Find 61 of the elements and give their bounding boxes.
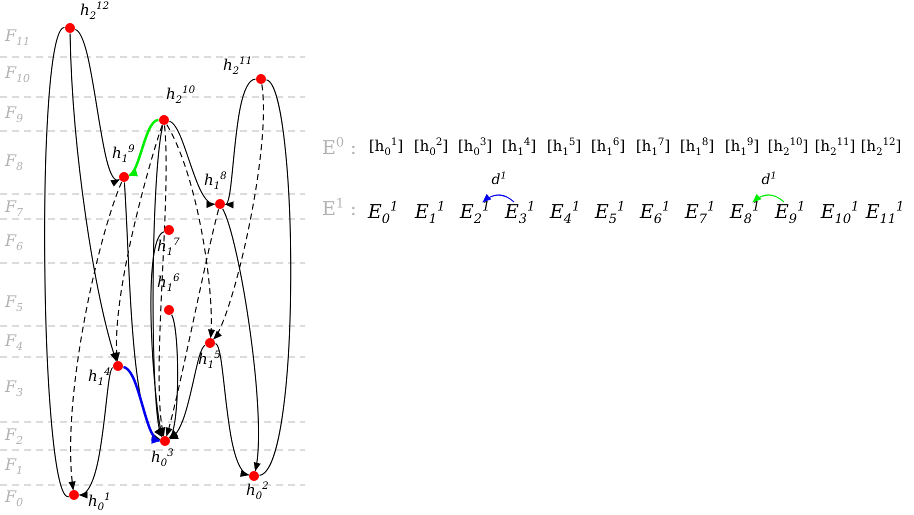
differential-arrow (752, 194, 784, 203)
critical-point-dot (65, 23, 75, 33)
flow-arrow (222, 208, 260, 472)
critical-point-dot (256, 74, 266, 84)
flow-arrow (213, 84, 264, 340)
generator-label: [h$_{2}$$^{11}$] (814, 137, 856, 155)
generator-label: [h$_{1}$$^{5}$] (546, 137, 582, 155)
generator-label: [h$_{0}$$^{2}$] (414, 137, 448, 155)
flow-arrow (169, 344, 206, 440)
flow-arrow (68, 182, 122, 490)
flow-line (150, 231, 164, 436)
level-label: F$_{3}$ (5, 377, 24, 396)
critical-point-dot (160, 436, 170, 446)
critical-point-dot (164, 225, 174, 235)
flow-arrow (215, 343, 250, 476)
flow-line (44, 27, 70, 497)
generator-label: [h$_{0}$$^{3}$] (458, 137, 492, 155)
generator-label: [h$_{0}$$^{1}$] (368, 137, 404, 155)
flow-arrow (158, 125, 167, 437)
generator-label: [h$_{2}$$^{12}$] (860, 137, 902, 155)
critical-point-dot (249, 471, 259, 481)
level-label: F$_{6}$ (5, 231, 24, 250)
level-label: F$_{4}$ (5, 331, 24, 350)
critical-point-dot (113, 361, 123, 371)
critical-point-dot (164, 305, 174, 315)
critical-point-dot (159, 115, 169, 125)
flow-arrow (166, 124, 215, 338)
flow-arrow (224, 78, 256, 206)
level-label: F$_{0}$ (5, 487, 24, 506)
flow-arrow (122, 366, 160, 442)
edge-label: d$^{1}$ (492, 172, 507, 188)
differential-arrow (482, 194, 514, 203)
level-label: F$_{8}$ (5, 151, 24, 170)
generator-label: [h$_{1}$$^{6}$] (590, 137, 626, 155)
critical-point-dot (205, 338, 215, 348)
generator-label: [h$_{1}$$^{4}$] (502, 137, 536, 155)
generator-label: [h$_{1}$$^{7}$] (636, 137, 670, 155)
flow-arrow (78, 367, 114, 496)
level-label: F$_{9}$ (5, 103, 24, 122)
flow-arrow (113, 125, 163, 362)
critical-point-dot (69, 490, 79, 500)
edge-label: d$^{1}$ (762, 172, 777, 188)
generator-label: [h$_{1}$$^{9}$] (724, 137, 760, 155)
level-label: F$_{11}$ (5, 26, 30, 45)
flow-arrow (165, 209, 220, 437)
critical-point-dot (215, 199, 225, 209)
flow-arrow (168, 314, 178, 438)
flow-arrow (152, 125, 164, 438)
critical-point-dot (119, 172, 129, 182)
level-label: F$_{7}$ (5, 197, 24, 216)
generator-label: [h$_{1}$$^{8}$] (680, 137, 714, 155)
level-label: F$_{1}$ (5, 455, 24, 474)
flow-line (259, 80, 292, 476)
page-label: E$^{1}$ : (322, 198, 357, 220)
level-label: F$_{5}$ (5, 292, 24, 311)
level-label: F$_{2}$ (5, 425, 24, 444)
flow-arrow (128, 118, 159, 176)
generator-label: [h$_{2}$$^{10}$] (768, 137, 808, 155)
flow-arrow (169, 120, 216, 206)
level-label: F$_{10}$ (5, 63, 30, 82)
page-label: E$^{0}$ : (322, 137, 357, 159)
